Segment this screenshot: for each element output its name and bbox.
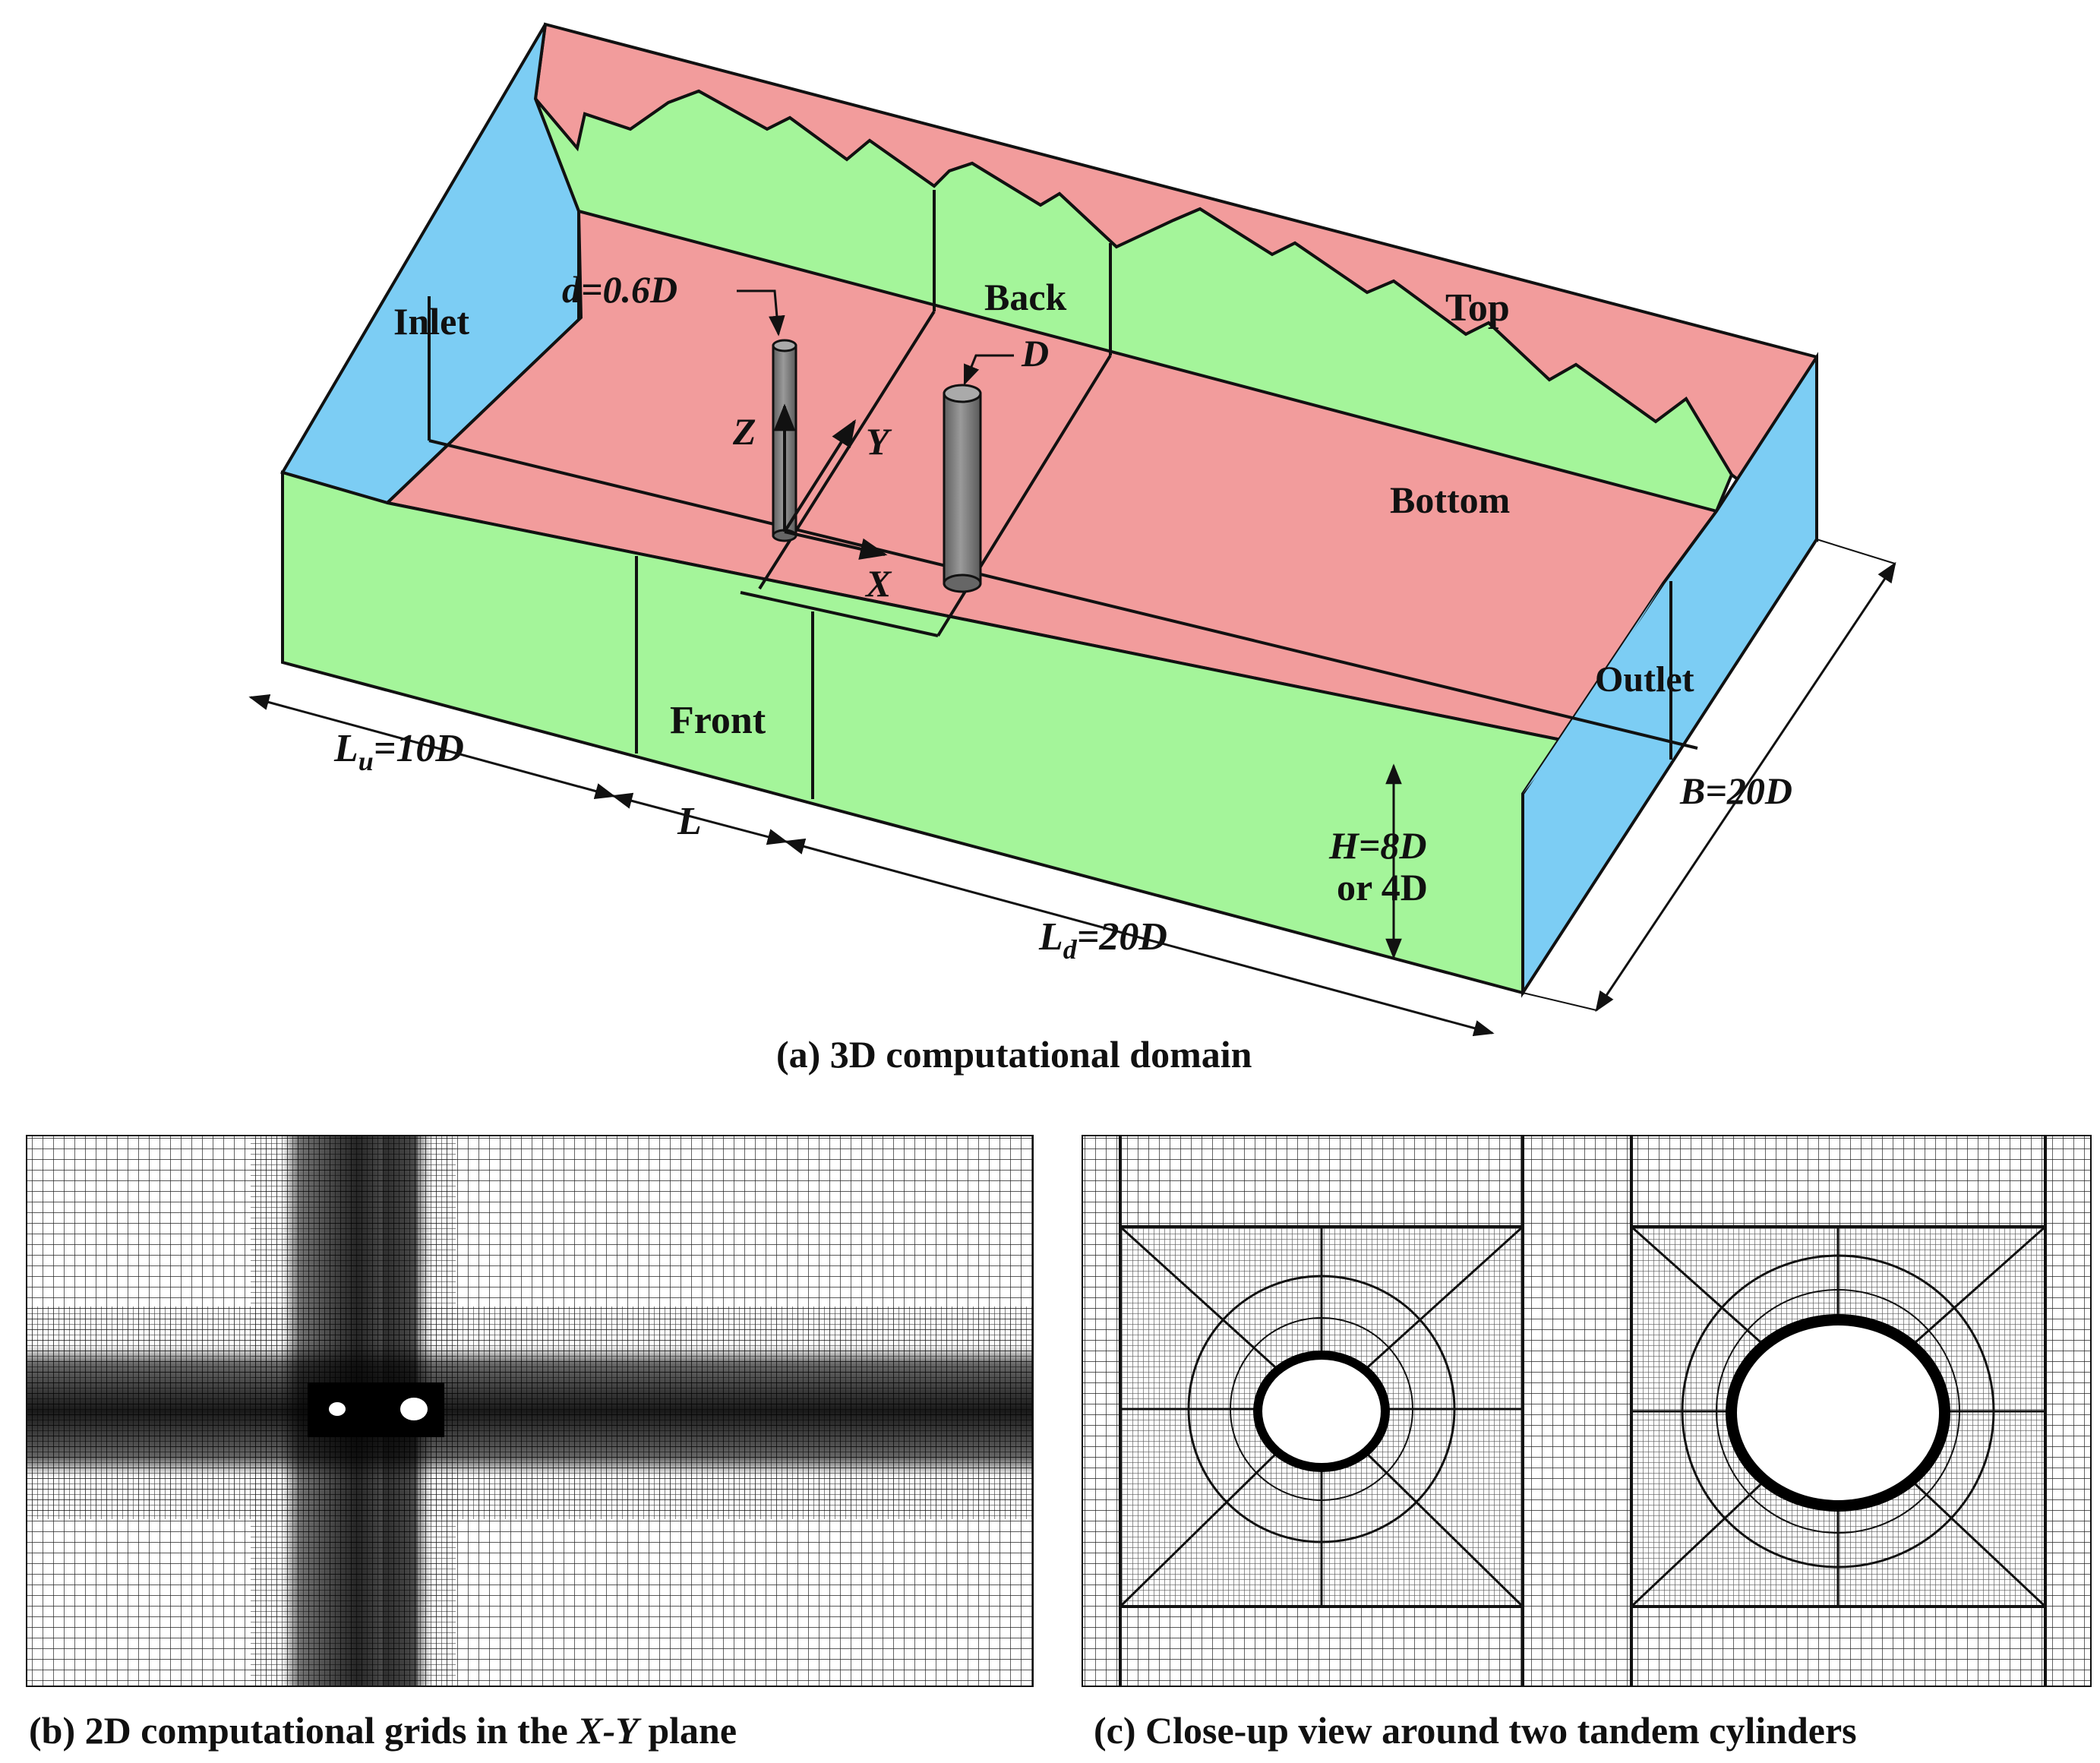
upstream-length-label: Lu=10D <box>333 727 464 776</box>
panel-c-closeup: (c) Close-up view around two tandem cyli… <box>1082 1135 2092 1752</box>
back-face <box>534 89 1734 513</box>
panel-b-grid: (b) 2D computational grids in the X-Y pl… <box>26 1135 1034 1752</box>
front-label: Front <box>670 699 766 742</box>
large-cylinder <box>943 384 982 593</box>
caption-b: (b) 2D computational grids in the X-Y pl… <box>29 1709 737 1752</box>
axis-label-x: X <box>864 562 892 605</box>
closeup-small-cylinder <box>1262 1360 1381 1463</box>
top-label: Top <box>1445 286 1510 330</box>
inlet-label: Inlet <box>393 300 469 343</box>
grid-b-small-cylinder <box>329 1402 346 1416</box>
large-cylinder-label: D <box>1021 332 1049 374</box>
height-label-1: H=8D <box>1328 824 1427 867</box>
outlet-label: Outlet <box>1595 659 1694 700</box>
caption-c: (c) Close-up view around two tandem cyli… <box>1094 1709 1857 1752</box>
downstream-length-label: Ld=20D <box>1038 915 1167 965</box>
closeup-large-cylinder <box>1737 1325 1939 1500</box>
panel-a-domain: Z Y X d=0.6D D Inlet Back Top Bottom Fro… <box>248 22 1896 1076</box>
back-label: Back <box>984 276 1067 318</box>
axis-label-y: Y <box>866 420 892 463</box>
height-label-2: or 4D <box>1337 866 1428 908</box>
caption-a: (a) 3D computational domain <box>776 1033 1252 1076</box>
grid-b-large-cylinder <box>400 1398 428 1420</box>
small-cylinder-label: d=0.6D <box>562 268 677 311</box>
x-axis <box>784 530 888 560</box>
bottom-label: Bottom <box>1390 479 1510 521</box>
width-label: B=20D <box>1679 769 1792 812</box>
axis-label-z: Z <box>732 410 756 453</box>
y-axis <box>783 419 856 533</box>
spacing-label: L <box>677 800 702 843</box>
